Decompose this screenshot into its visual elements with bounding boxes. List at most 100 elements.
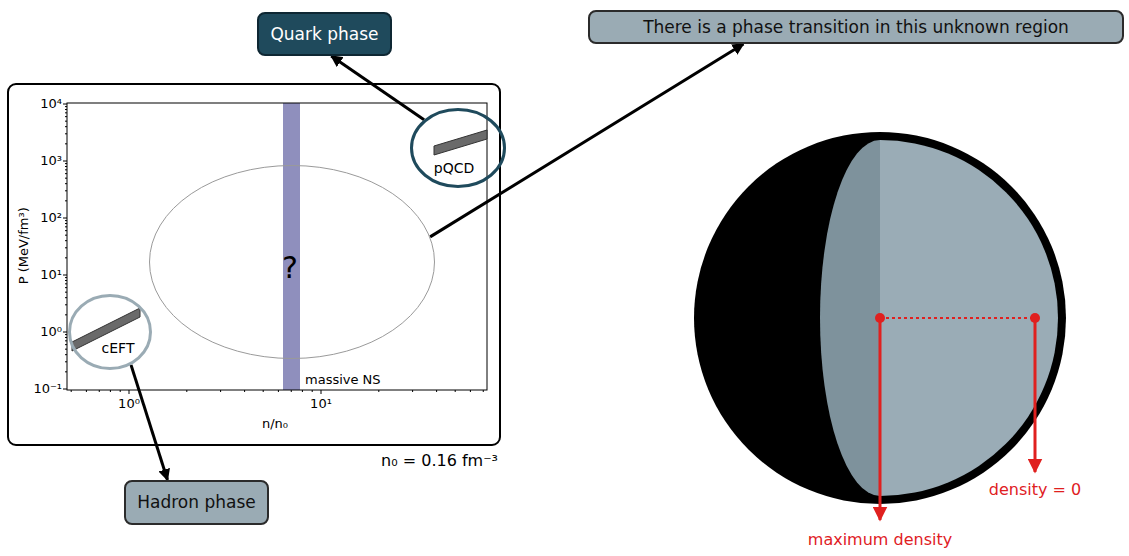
massive-ns-band [283, 103, 300, 390]
tick-mark [65, 116, 67, 117]
tick-mark [65, 143, 67, 144]
connector-arrow [430, 44, 743, 237]
tick-mark [65, 223, 67, 224]
x-tick-label: 10¹ [310, 396, 332, 412]
tick-mark [65, 163, 67, 164]
y-tick-label: 10⁻¹ [33, 381, 62, 397]
plot-frame [67, 103, 487, 390]
star-label: density = 0 [989, 480, 1081, 499]
tick-mark [65, 297, 67, 298]
unknown-region: ? [149, 165, 435, 359]
tick-mark [186, 390, 187, 392]
tick-mark [65, 287, 67, 288]
tick-mark [99, 390, 100, 392]
tick-mark [470, 390, 471, 392]
center-arrow [879, 318, 882, 520]
tick-mark [65, 169, 67, 170]
tick-mark [71, 390, 72, 392]
star-label: maximum density [808, 530, 952, 549]
tick-mark [65, 283, 67, 284]
tick-mark [129, 390, 130, 394]
tick-mark [65, 257, 67, 258]
tick-mark [302, 390, 303, 392]
tick-mark [110, 390, 111, 392]
tick-mark [65, 226, 67, 227]
tick-mark [321, 390, 322, 394]
y-tick-label: 10² [40, 210, 62, 226]
tick-mark [65, 230, 67, 231]
y-tick-label: 10³ [40, 153, 62, 169]
tick-mark [86, 390, 87, 392]
connector-arrow [331, 56, 424, 120]
tick-mark [65, 340, 67, 341]
tick-mark [63, 332, 67, 333]
star-lit-half [880, 140, 1058, 496]
tick-mark [220, 390, 221, 392]
axis-title: n/n₀ [262, 416, 288, 432]
tick-mark [65, 371, 67, 372]
ellipse-outline [68, 294, 152, 370]
y-tick-label: 10⁴ [40, 96, 62, 112]
region-text: cEFT [102, 340, 135, 357]
tick-mark [244, 390, 245, 392]
tick-mark [65, 173, 67, 174]
reference-density: n₀ = 0.16 fm⁻³ [381, 451, 498, 470]
tick-mark [263, 390, 264, 392]
note-box: There is a phase transition in this unkn… [588, 10, 1124, 44]
tick-mark [65, 220, 67, 221]
tick-mark [65, 354, 67, 355]
region-text: pQCD [434, 160, 474, 177]
tick-mark [483, 390, 484, 392]
tick-mark [65, 247, 67, 248]
x-tick-label: 10⁰ [118, 396, 140, 412]
tick-mark [65, 349, 67, 350]
ellipse-shape [150, 166, 435, 359]
tick-mark [291, 390, 292, 392]
tick-mark [63, 389, 67, 390]
connector-arrow [131, 365, 168, 480]
tick-mark [65, 277, 67, 278]
tick-mark [65, 200, 67, 201]
box-text: There is a phase transition in this unkn… [643, 17, 1069, 37]
axis-ticks [63, 104, 483, 394]
tick-mark [65, 240, 67, 241]
tick-mark [412, 390, 413, 392]
plot-panel [8, 84, 500, 445]
region-text: ? [282, 250, 298, 286]
tick-mark [65, 314, 67, 315]
tick-mark [278, 390, 279, 392]
tick-mark [120, 390, 121, 392]
tick-mark [65, 133, 67, 134]
ellipse-shape [412, 110, 505, 187]
tick-mark [63, 218, 67, 219]
tick-mark [312, 390, 313, 392]
tick-mark [65, 280, 67, 281]
surface-dot [1030, 313, 1040, 323]
tick-mark [436, 390, 437, 392]
tick-mark [65, 344, 67, 345]
surface-arrow [1034, 318, 1037, 472]
tick-mark [378, 390, 379, 392]
tick-mark [63, 161, 67, 162]
center-dot [875, 313, 885, 323]
tick-mark [65, 334, 67, 335]
tick-mark [65, 361, 67, 362]
tick-mark [65, 106, 67, 107]
tick-mark [65, 112, 67, 113]
box-text: Hadron phase [137, 492, 256, 512]
box-text: Quark phase [270, 24, 378, 44]
pQCD-band [434, 130, 487, 155]
tick-mark [65, 183, 67, 184]
region-circle: cEFT [68, 294, 152, 370]
tick-mark [65, 121, 67, 122]
star-shaded-half [820, 140, 880, 496]
tick-mark [65, 190, 67, 191]
axis-title: P (MeV/fm³) [16, 207, 32, 284]
y-tick-label: 10¹ [40, 267, 62, 283]
band-label: massive NS [305, 372, 381, 388]
phase-box: Quark phase [257, 12, 392, 56]
tick-mark [65, 109, 67, 110]
region-circle: pQCD [410, 108, 506, 188]
